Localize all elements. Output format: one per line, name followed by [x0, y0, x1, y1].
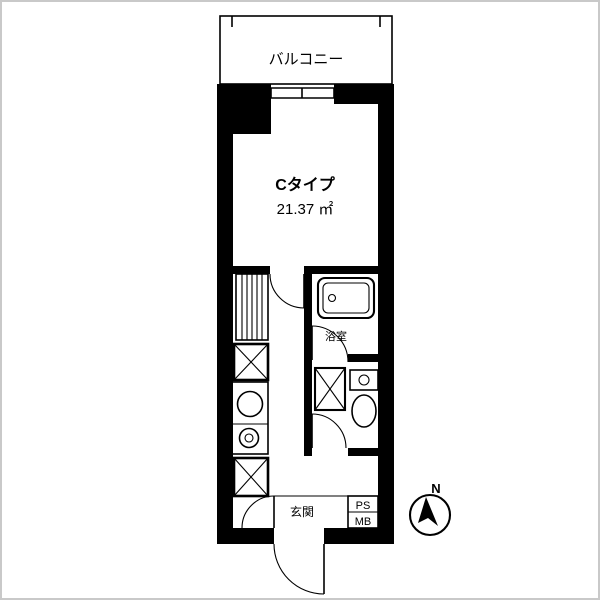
kitchen-sink-icon	[236, 390, 264, 418]
partition-living-right	[310, 266, 378, 274]
living-door-swing-arc	[269, 273, 305, 309]
wc-door-swing-arc	[311, 413, 347, 449]
entrance-door	[273, 543, 325, 595]
bathroom-door-swing-arc	[311, 325, 349, 363]
balcony-window	[270, 87, 335, 99]
hall-door-swing-arc	[241, 495, 275, 529]
bathroom: 浴室	[311, 276, 376, 363]
entrance-door-swing-arc	[273, 543, 325, 595]
kitchen-stove-burner-icon	[244, 433, 254, 443]
wall-left	[217, 84, 233, 544]
compass-needle-icon	[418, 497, 438, 526]
pipe-space-meter-box: PS MB	[347, 495, 379, 529]
toilet-tank-faucet-icon	[358, 374, 370, 386]
wc-room	[311, 366, 379, 449]
bathtub-drain-icon	[327, 293, 337, 303]
bathtub-inner-icon	[322, 282, 370, 314]
closet	[235, 273, 269, 341]
unit-type-label: Cタイプ	[275, 175, 336, 194]
partition-vertical	[304, 266, 312, 456]
refrigerator-outline	[232, 342, 270, 382]
refrigerator-space	[232, 342, 270, 382]
living-room: Cタイプ 21.37 ㎡	[275, 175, 336, 218]
mb-label: MB	[355, 516, 372, 528]
entrance-hall: 玄関	[241, 495, 348, 529]
partition-bath-bottom	[348, 354, 378, 362]
toilet-bowl-icon	[351, 394, 377, 428]
kitchen-counter-outline	[231, 381, 269, 455]
living-door	[269, 273, 305, 309]
bathroom-label: 浴室	[325, 329, 347, 343]
washing-machine-cross-line	[314, 367, 346, 411]
storage-cross-line	[233, 457, 269, 497]
balcony: バルコニー	[219, 15, 393, 85]
partition-living-left	[233, 266, 270, 274]
refrigerator-cross-line	[233, 343, 269, 381]
compass-north-label: N	[431, 481, 440, 496]
wall-bottom-right	[324, 528, 394, 544]
wall-bottom-left	[217, 528, 274, 544]
kitchen-stove-icon	[238, 427, 260, 449]
washing-machine-pan	[313, 366, 347, 412]
entrance-label: 玄関	[290, 504, 314, 519]
compass: N	[408, 481, 452, 537]
toilet-tank-icon	[349, 369, 379, 391]
wall-right	[378, 84, 394, 544]
kitchen	[231, 381, 269, 455]
balcony-label: バルコニー	[269, 51, 344, 68]
storage-outline	[232, 456, 270, 498]
bathtub-icon	[316, 276, 376, 320]
walls	[217, 84, 394, 544]
partition-wc-bottom	[348, 448, 378, 456]
ps-label: PS	[356, 500, 371, 512]
balcony-outline	[219, 15, 393, 85]
compass-circle	[408, 493, 452, 537]
storage-space	[232, 456, 270, 498]
unit-area-label: 21.37 ㎡	[277, 201, 334, 218]
